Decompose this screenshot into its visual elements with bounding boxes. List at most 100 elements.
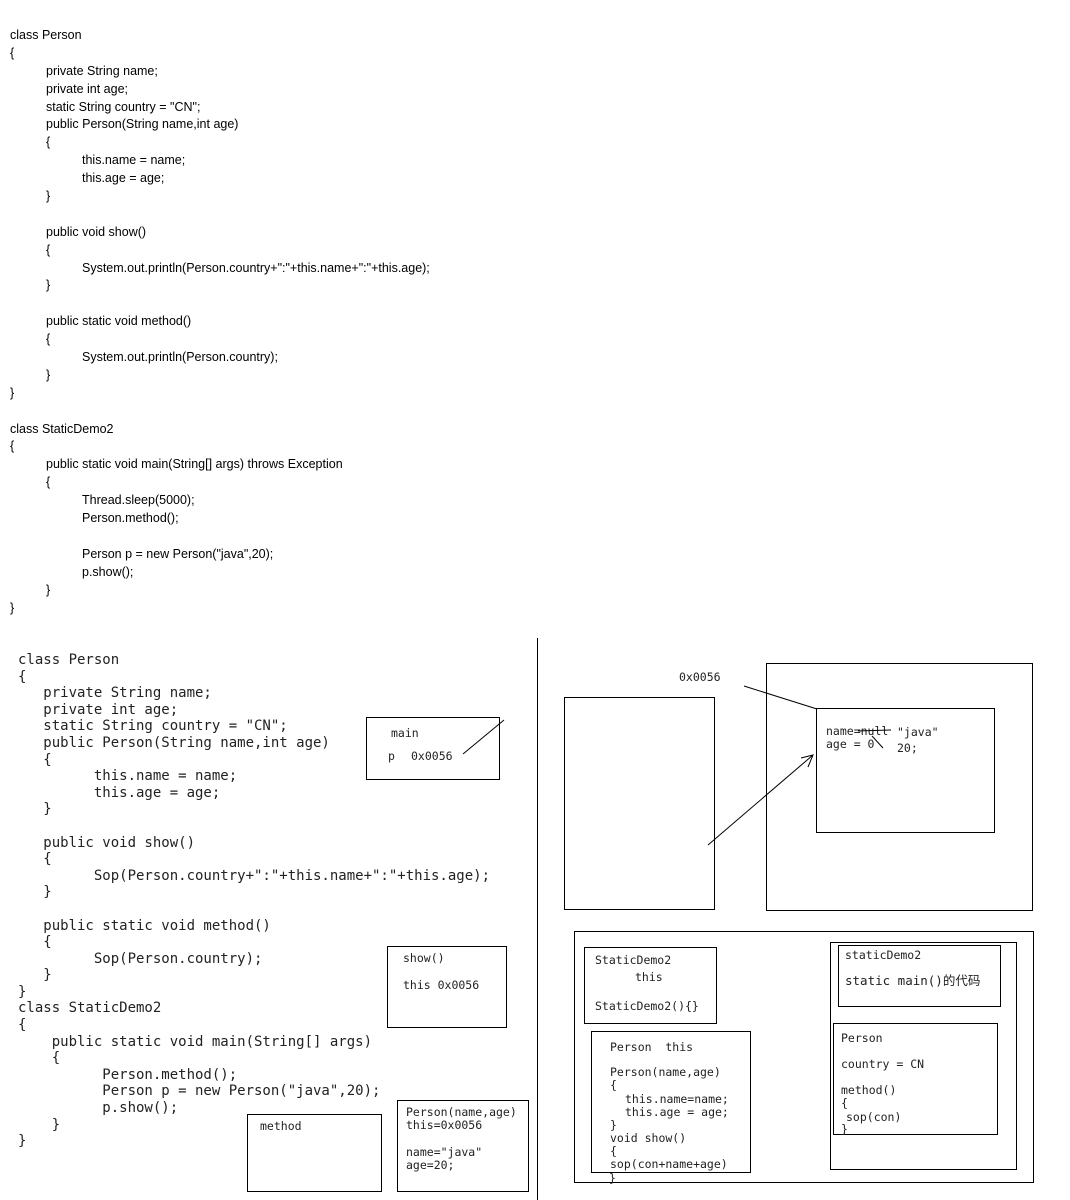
handwritten-code-line: this.age = age;: [18, 784, 221, 801]
main-frame-label: main: [391, 726, 419, 740]
method-area-outer: [574, 931, 1034, 1183]
typed-code-line: p.show();: [82, 564, 134, 579]
typed-code-line: public static void method(): [46, 314, 192, 329]
handwritten-code-line: Person.method();: [18, 1066, 238, 1083]
address-to-object-line: [743, 685, 818, 710]
handwritten-code-line: {: [18, 751, 52, 768]
main-p-arrow: [462, 719, 505, 755]
staticdemo2-constructor: StaticDemo2(){}: [595, 999, 699, 1013]
arrowhead-icon: [800, 754, 814, 768]
typed-code-line: System.out.println(Person.country);: [82, 350, 278, 365]
typed-code-line: this.age = age;: [82, 171, 165, 186]
stack-memory-area: [564, 697, 715, 910]
typed-code-line: static String country = "CN";: [46, 99, 201, 114]
person-ctor-line2: this.age = age;: [625, 1105, 729, 1119]
person-ctor-signature: Person(name,age): [610, 1065, 721, 1079]
field-age-new: 20;: [897, 741, 918, 755]
static-staticdemo2-title: staticDemo2: [845, 948, 922, 962]
typed-code-line: class Person: [10, 28, 82, 42]
handwritten-code-line: Sop(Person.country+":"+this.name+":"+thi…: [18, 867, 491, 884]
typed-code-line: }: [10, 385, 15, 400]
typed-code-line: }: [46, 189, 51, 204]
typed-code-line: }: [46, 278, 51, 293]
static-person-box: Person country = CN method() { sop(con) …: [833, 1023, 998, 1136]
heap-memory-area: [766, 663, 1033, 911]
typed-code-line: public static void main(String[] args) t…: [46, 457, 343, 472]
handwritten-code-line: Person p = new Person("java",20);: [18, 1083, 381, 1100]
handwritten-code-line: {: [18, 851, 52, 868]
static-person-country: country = CN: [841, 1057, 925, 1071]
handwritten-code-line: {: [18, 1017, 27, 1034]
typed-code-line: {: [46, 135, 51, 150]
method-stack-frame: method: [247, 1114, 382, 1192]
staticdemo2-title: StaticDemo2: [595, 953, 672, 967]
typed-code-line: this.name = name;: [82, 153, 186, 168]
static-person-body: sop(con): [846, 1110, 902, 1124]
constructor-this-value: this=0x0056: [406, 1118, 483, 1132]
static-staticdemo2-box: staticDemo2 static main()的代码: [838, 945, 1001, 1007]
person-show-open: {: [610, 1144, 617, 1158]
typed-code-line: class StaticDemo2: [10, 421, 114, 436]
person-ctor-close: }: [610, 1118, 617, 1132]
constructor-stack-frame: Person(name,age) this=0x0056 name="java"…: [397, 1100, 529, 1192]
static-main-code: static main()的代码: [845, 973, 981, 988]
handwritten-code-line: static String country = "CN";: [18, 718, 288, 735]
field-name-old: name=null: [826, 724, 889, 738]
handwritten-code-line: public static void main(String[] args): [18, 1033, 373, 1050]
constructor-name-value: name="java": [406, 1145, 483, 1159]
field-name-new: "java": [897, 725, 939, 739]
person-show-signature: void show(): [610, 1131, 687, 1145]
typed-code-line: System.out.println(Person.country+":"+th…: [82, 260, 430, 275]
p-address-value: 0x0056: [411, 749, 453, 763]
typed-code-line: {: [10, 439, 15, 454]
handwritten-code-line: public void show(): [18, 834, 196, 851]
constructor-frame-label: Person(name,age): [406, 1105, 517, 1119]
handwritten-code-line: public Person(String name,int age): [18, 734, 330, 751]
handwritten-code-line: private String name;: [18, 685, 212, 702]
typed-code-line: Person p = new Person("java",20);: [82, 546, 274, 561]
static-person-title: Person: [841, 1031, 883, 1045]
person-show-body: sop(con+name+age): [610, 1157, 728, 1171]
static-person-method: method(): [841, 1083, 897, 1097]
handwritten-code-listing: class Person{ private String name; priva…: [18, 652, 538, 1150]
show-frame-label: show(): [403, 951, 445, 965]
typed-code-line: public Person(String name,int age): [46, 117, 239, 132]
show-stack-frame: show() this 0x0056: [387, 946, 507, 1028]
handwritten-code-line: public static void method(): [18, 917, 271, 934]
handwritten-code-line: this.name = name;: [18, 768, 238, 785]
typed-code-line: Thread.sleep(5000);: [82, 493, 195, 508]
handwritten-code-line: {: [18, 934, 52, 951]
static-area-outer: [830, 942, 1017, 1170]
handwritten-code-line: }: [18, 884, 52, 901]
typed-code-line: private String name;: [46, 63, 158, 78]
handwritten-code-line: Sop(Person.country);: [18, 950, 263, 967]
handwritten-code-line: class Person: [18, 652, 120, 668]
typed-code-line: {: [46, 242, 51, 257]
person-ctor-open: {: [610, 1078, 617, 1092]
show-this-value: this 0x0056: [403, 978, 480, 992]
typed-code-line: {: [10, 45, 15, 60]
handwritten-code-line: }: [18, 801, 52, 818]
handwritten-code-line: }: [18, 983, 27, 1000]
person-object-box: name=null "java" age = 0 20;: [816, 708, 995, 833]
p-variable-label: p: [388, 749, 395, 763]
handwritten-code-line: }: [18, 1133, 27, 1150]
stack-to-heap-arrow: [707, 754, 814, 846]
typed-code-line: {: [46, 332, 51, 347]
staticdemo2-class-box: StaticDemo2 this StaticDemo2(){}: [584, 947, 717, 1024]
person-class-title: Person this: [610, 1040, 694, 1054]
constructor-age-value: age=20;: [406, 1158, 455, 1172]
typed-code-line: Person.method();: [82, 511, 179, 526]
handwritten-code-line: }: [18, 967, 52, 984]
person-show-close: }: [609, 1171, 616, 1185]
handwritten-code-line: p.show();: [18, 1100, 179, 1117]
handwritten-code-line: }: [18, 1116, 61, 1133]
handwritten-code-line: private int age;: [18, 701, 179, 718]
main-stack-frame: main p 0x0056: [366, 717, 500, 780]
typed-code-line: }: [10, 600, 15, 615]
handwritten-code-line: {: [18, 668, 27, 685]
method-frame-label: method: [260, 1119, 302, 1133]
age-strike: [871, 735, 884, 749]
typed-code-listing: class Person{private String name;private…: [10, 27, 530, 617]
typed-code-line: }: [46, 582, 51, 597]
